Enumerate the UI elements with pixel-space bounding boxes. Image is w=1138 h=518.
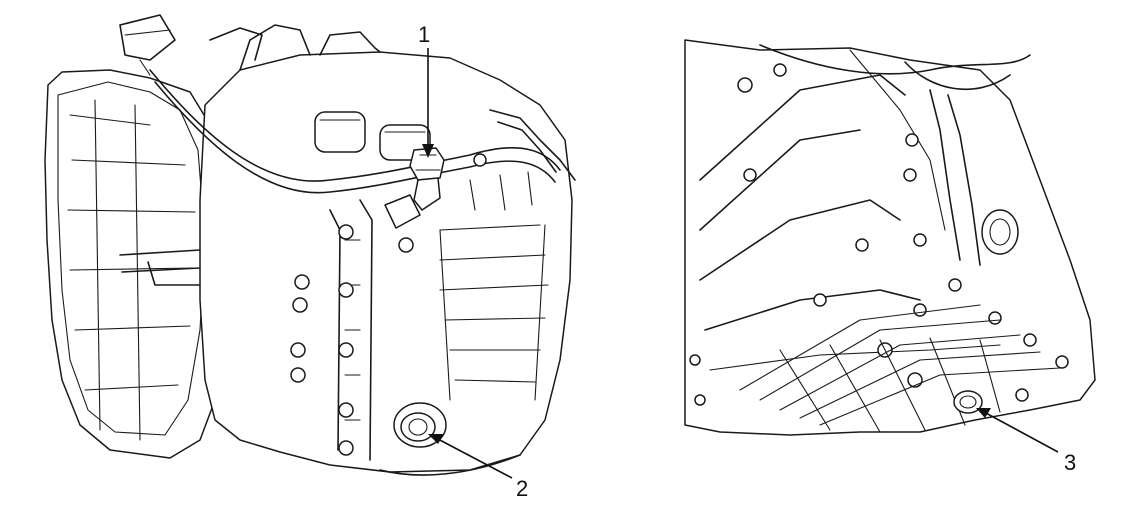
callout-3: 3 — [976, 408, 1076, 475]
right-oilpan-view — [684, 39, 1096, 436]
left-transmission-view — [44, 14, 576, 476]
component-3-drain-plug — [953, 390, 983, 414]
bolt-column-left — [290, 153, 487, 456]
transmission-case — [199, 51, 573, 473]
bell-housing-rim — [57, 81, 206, 436]
callout-1-label: 1 — [418, 22, 430, 47]
callout-2: 2 — [428, 434, 528, 501]
callout-2-label: 2 — [516, 476, 528, 501]
callout-3-label: 3 — [1064, 450, 1076, 475]
oil-pan-housing — [684, 39, 1096, 436]
callout-1: 1 — [418, 22, 434, 158]
